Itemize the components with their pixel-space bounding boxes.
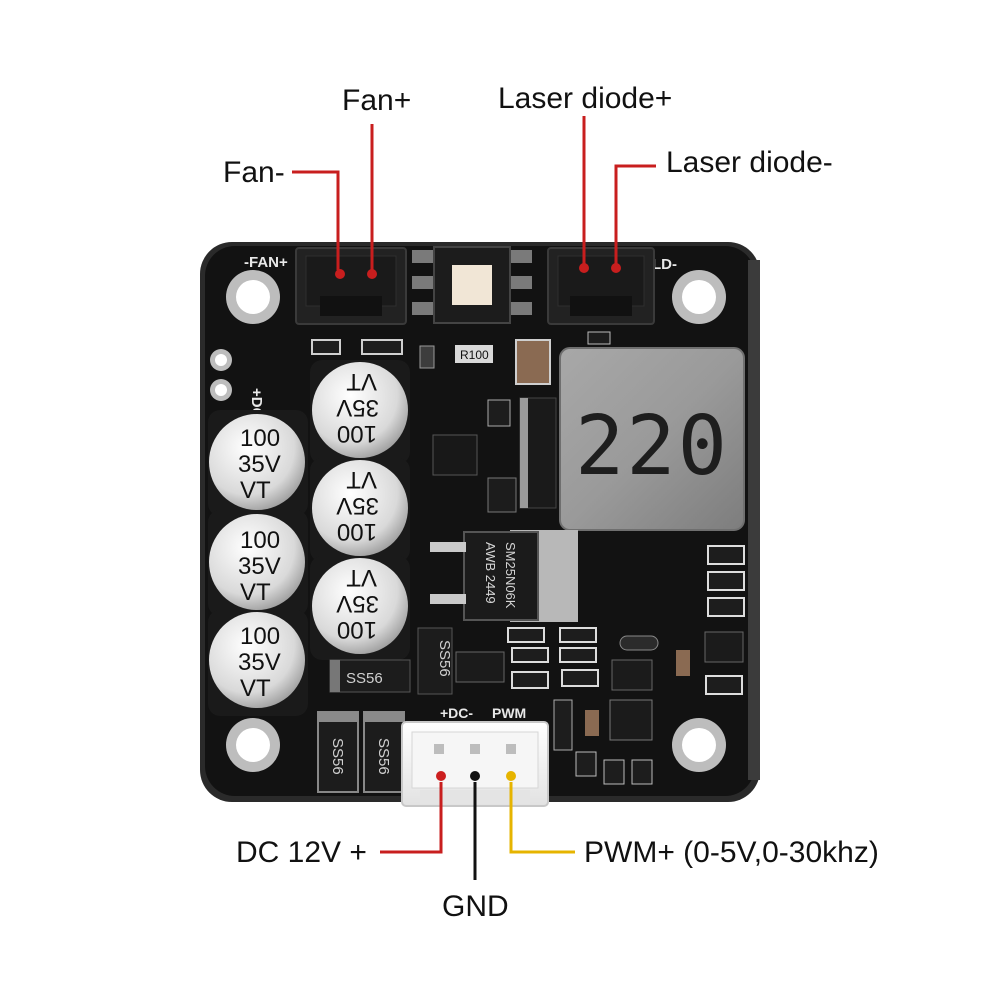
capacitor-5-series: VT bbox=[346, 466, 377, 493]
laser-connector bbox=[547, 247, 655, 325]
dc-pads-left bbox=[210, 349, 232, 401]
resistor-r100-label: R100 bbox=[460, 348, 489, 362]
smd-column-right bbox=[619, 545, 745, 695]
mosfet-line1: SM25N06K bbox=[503, 542, 518, 609]
svg-text:SS56: SS56 bbox=[375, 738, 392, 775]
diode-1: SS56 bbox=[329, 659, 411, 693]
capacitor-6-value: 100 bbox=[337, 616, 377, 643]
mounting-hole-top-left bbox=[226, 270, 280, 324]
capacitor-2-series: VT bbox=[240, 579, 271, 606]
mounting-hole-bottom-left bbox=[226, 718, 280, 772]
tactile-switch bbox=[412, 246, 532, 324]
pin-dc-plus bbox=[436, 771, 446, 781]
capacitor-2-value: 100 bbox=[240, 527, 280, 554]
silk-pwm-label: PWM bbox=[492, 705, 526, 721]
laser-plus-pin bbox=[579, 263, 589, 273]
capacitor-6-series: VT bbox=[346, 564, 377, 591]
capacitor-6-voltage: 35V bbox=[336, 590, 379, 617]
capacitor-1-voltage: 35V bbox=[238, 451, 281, 478]
label-dc-plus: DC 12V + bbox=[236, 836, 367, 869]
mosfet-line2: AWB 2449 bbox=[483, 542, 498, 604]
label-laser-minus: Laser diode- bbox=[666, 146, 833, 179]
capacitor-1-series: VT bbox=[240, 477, 271, 504]
mounting-hole-top-right bbox=[672, 270, 726, 324]
mosfet: SM25N06K AWB 2449 bbox=[430, 530, 578, 622]
diode-3: SS56 bbox=[317, 711, 359, 793]
inductor-marking: 220 bbox=[575, 399, 729, 494]
pin-pwm bbox=[506, 771, 516, 781]
ic-group-middle bbox=[432, 397, 557, 513]
capacitor-5-value: 100 bbox=[337, 518, 377, 545]
label-pwm: PWM+ (0-5V,0-30khz) bbox=[584, 836, 879, 869]
inductor: 220 bbox=[559, 347, 745, 531]
capacitor-5-voltage: 35V bbox=[336, 492, 379, 519]
fan-plus-pin bbox=[367, 269, 377, 279]
capacitor-3: 100 35V VT bbox=[208, 610, 308, 716]
line-pwm bbox=[509, 782, 575, 854]
silk-ld-label: LD- bbox=[652, 256, 677, 273]
capacitor-4: 100 35V VT bbox=[310, 360, 410, 464]
line-laser-minus bbox=[614, 164, 656, 264]
line-dc-plus bbox=[380, 782, 443, 854]
capacitor-4-voltage: 35V bbox=[336, 394, 379, 421]
mounting-hole-bottom-right bbox=[672, 718, 726, 772]
laser-minus-pin bbox=[611, 263, 621, 273]
silk-fan-label: -FAN+ bbox=[244, 254, 288, 271]
svg-text:SS56: SS56 bbox=[436, 640, 453, 677]
capacitor-1-value: 100 bbox=[240, 425, 280, 452]
diode-4: SS56 bbox=[363, 711, 405, 793]
capacitor-1: 100 35V VT bbox=[208, 410, 308, 516]
capacitor-4-value: 100 bbox=[337, 420, 377, 447]
svg-text:SS56: SS56 bbox=[346, 670, 383, 687]
capacitor-5: 100 35V VT bbox=[310, 458, 410, 562]
label-laser-plus: Laser diode+ bbox=[498, 82, 673, 115]
line-fan-minus bbox=[292, 170, 340, 270]
callout-lines bbox=[292, 116, 656, 880]
capacitor-3-value: 100 bbox=[240, 623, 280, 650]
fan-connector bbox=[295, 247, 407, 325]
silk-dc-bottom-label: +DC- bbox=[440, 705, 473, 721]
capacitor-2: 100 35V VT bbox=[208, 510, 308, 616]
capacitor-3-series: VT bbox=[240, 675, 271, 702]
capacitor-6: 100 35V VT bbox=[310, 556, 410, 660]
label-gnd: GND bbox=[442, 890, 509, 923]
smd-row-top: R100 bbox=[311, 331, 611, 385]
label-fan-plus: Fan+ bbox=[342, 84, 412, 117]
capacitor-2-voltage: 35V bbox=[238, 553, 281, 580]
diode-2: SS56 bbox=[417, 627, 453, 695]
svg-text:SS56: SS56 bbox=[329, 738, 346, 775]
capacitor-3-voltage: 35V bbox=[238, 649, 281, 676]
fan-minus-pin bbox=[335, 269, 345, 279]
pin-gnd bbox=[470, 771, 480, 781]
label-fan-minus: Fan- bbox=[223, 156, 285, 189]
capacitor-4-series: VT bbox=[346, 368, 377, 395]
